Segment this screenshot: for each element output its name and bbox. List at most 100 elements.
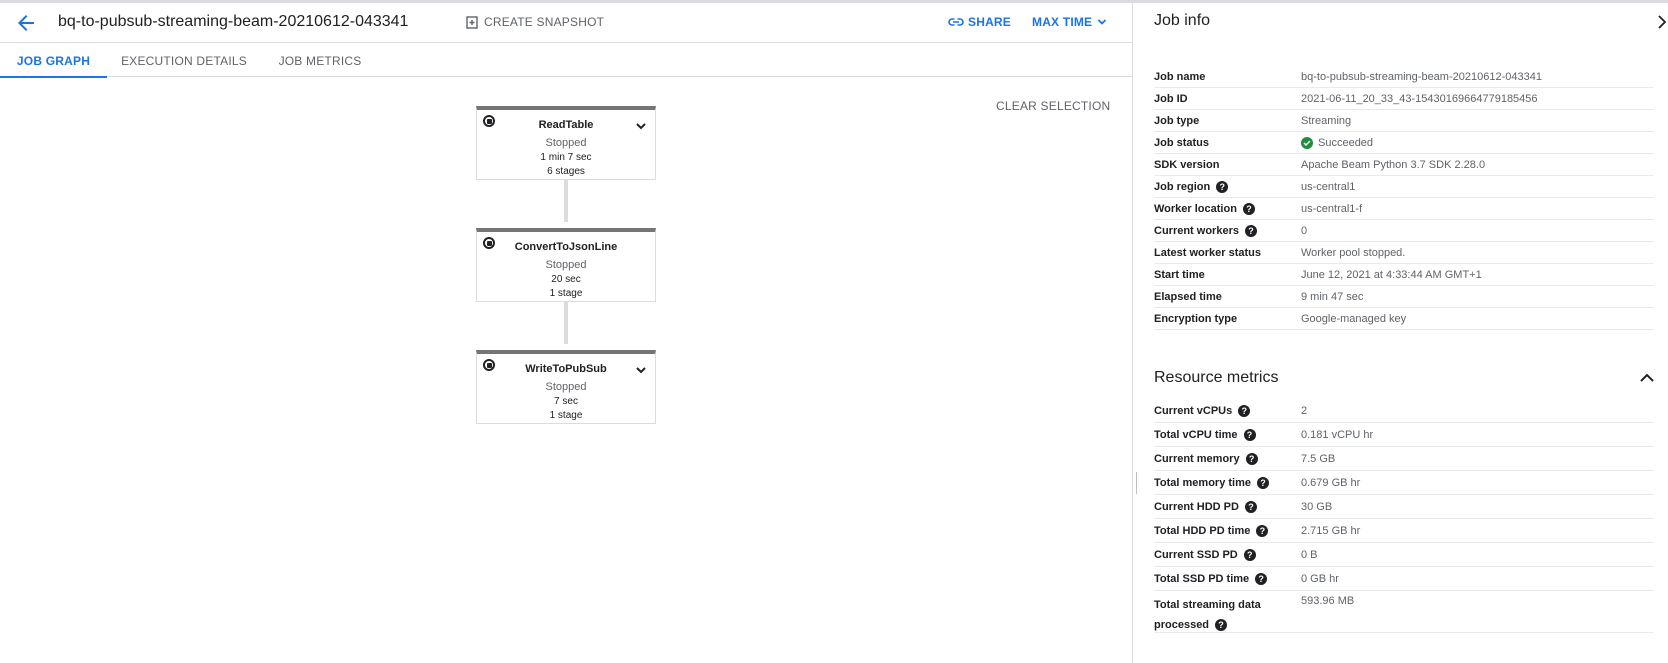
- help-icon[interactable]: ?: [1242, 202, 1255, 215]
- metric-row-total-streaming-data: Total streaming data processed? 593.96 M…: [1154, 591, 1654, 633]
- graph-edge: [564, 301, 568, 344]
- info-key: Start time: [1154, 268, 1205, 281]
- metric-key-with-help: Total streaming data processed?: [1154, 595, 1301, 635]
- tab-execution-details[interactable]: EXECUTION DETAILS: [121, 54, 247, 68]
- help-icon[interactable]: ?: [1245, 452, 1258, 465]
- graph-node-readtable[interactable]: ReadTable Stopped 1 min 7 sec 6 stages: [476, 106, 656, 180]
- share-button[interactable]: SHARE: [948, 15, 1011, 29]
- info-value: Google-managed key: [1301, 312, 1407, 325]
- info-key-with-help: Current workers?: [1154, 224, 1301, 237]
- max-time-label: MAX TIME: [1032, 15, 1093, 29]
- link-icon: [948, 18, 964, 26]
- info-row-latest-worker-status: Latest worker status Worker pool stopped…: [1154, 242, 1654, 264]
- help-icon[interactable]: ?: [1257, 476, 1269, 489]
- help-icon[interactable]: ?: [1243, 548, 1256, 561]
- graph-node-writetopubsub[interactable]: WriteToPubSub Stopped 7 sec 1 stage: [476, 350, 656, 424]
- max-time-dropdown[interactable]: MAX TIME: [1032, 15, 1108, 29]
- metric-key-with-help: Current memory?: [1154, 452, 1301, 465]
- clear-selection-button[interactable]: CLEAR SELECTION: [996, 99, 1111, 113]
- metric-key-with-help: Current HDD PD?: [1154, 500, 1301, 513]
- help-icon[interactable]: ?: [1215, 619, 1228, 631]
- page-title: bq-to-pubsub-streaming-beam-20210612-043…: [58, 13, 409, 30]
- tab-bar: JOB GRAPH EXECUTION DETAILS JOB METRICS: [0, 43, 1132, 78]
- help-icon[interactable]: ?: [1244, 224, 1257, 237]
- metric-key-line2-wrap: processed?: [1154, 615, 1301, 635]
- info-key: Latest worker status: [1154, 246, 1261, 259]
- tab-job-metrics[interactable]: JOB METRICS: [278, 54, 362, 68]
- expand-chevron-icon[interactable]: [635, 364, 647, 376]
- info-row-job-name: Job name bq-to-pubsub-streaming-beam-202…: [1154, 66, 1654, 88]
- info-key-with-help: Job region?: [1154, 180, 1301, 193]
- status-text: Succeeded: [1318, 136, 1374, 149]
- info-key: Job type: [1154, 114, 1200, 127]
- stopped-status-icon: [483, 237, 495, 249]
- help-icon[interactable]: ?: [1256, 524, 1269, 537]
- metric-value: 593.96 MB: [1301, 595, 1355, 607]
- metric-value: 0.679 GB hr: [1301, 476, 1361, 489]
- node-stages: 6 stages: [547, 166, 585, 177]
- info-row-current-workers: Current workers? 0: [1154, 220, 1654, 242]
- metric-key-with-help: Total vCPU time?: [1154, 428, 1301, 441]
- info-value: 2021-06-11_20_33_43-15430169664779185456: [1301, 92, 1538, 105]
- metric-key-with-help: Total HDD PD time?: [1154, 524, 1301, 537]
- metric-key-with-help: Total SSD PD time?: [1154, 572, 1301, 585]
- metric-key: Current vCPUs: [1154, 404, 1233, 417]
- graph-node-converttojsonline[interactable]: ConvertToJsonLine Stopped 20 sec 1 stage: [476, 228, 656, 302]
- info-row-sdk-version: SDK version Apache Beam Python 3.7 SDK 2…: [1154, 154, 1654, 176]
- info-value: Apache Beam Python 3.7 SDK 2.28.0: [1301, 158, 1486, 171]
- info-value: Worker pool stopped.: [1301, 246, 1406, 259]
- help-icon[interactable]: ?: [1244, 500, 1257, 513]
- node-state: Stopped: [545, 137, 587, 149]
- chevron-up-icon[interactable]: [1639, 372, 1655, 384]
- info-value: us-central1-f: [1301, 202, 1363, 215]
- node-name: ConvertToJsonLine: [514, 241, 618, 253]
- top-border: [0, 0, 1668, 3]
- tab-job-graph[interactable]: JOB GRAPH: [0, 43, 107, 78]
- expand-chevron-icon[interactable]: [635, 120, 647, 132]
- job-info-title: Job info: [1154, 12, 1211, 29]
- metric-value: 0 GB hr: [1301, 572, 1339, 585]
- info-row-elapsed-time: Elapsed time 9 min 47 sec: [1154, 286, 1654, 308]
- help-icon[interactable]: ?: [1243, 428, 1256, 441]
- metric-value: 0 B: [1301, 548, 1318, 561]
- share-label: SHARE: [968, 15, 1012, 29]
- create-snapshot-button[interactable]: CREATE SNAPSHOT: [466, 15, 604, 29]
- metric-value: 30 GB: [1301, 500, 1333, 513]
- help-icon[interactable]: ?: [1216, 180, 1229, 193]
- info-value: 0: [1301, 224, 1308, 237]
- metric-key-with-help: Current vCPUs?: [1154, 404, 1301, 417]
- metric-row-total-memory-time: Total memory time? 0.679 GB hr: [1154, 471, 1654, 495]
- metric-row-current-ssd-pd: Current SSD PD? 0 B: [1154, 543, 1654, 567]
- metric-key: Current SSD PD: [1154, 548, 1238, 561]
- back-arrow-icon[interactable]: [14, 11, 38, 35]
- metric-key: Total HDD PD time: [1154, 524, 1251, 537]
- metric-key-with-help: Total memory time?: [1154, 476, 1301, 489]
- info-row-job-id: Job ID 2021-06-11_20_33_43-1543016966477…: [1154, 88, 1654, 110]
- metric-key: Total memory time: [1154, 476, 1251, 489]
- info-value: us-central1: [1301, 180, 1356, 193]
- info-key-with-help: Worker location?: [1154, 202, 1301, 215]
- help-icon[interactable]: ?: [1238, 404, 1251, 417]
- info-row-job-type: Job type Streaming: [1154, 110, 1654, 132]
- chevron-down-icon: [1098, 19, 1107, 25]
- metric-key: Current HDD PD: [1154, 500, 1239, 513]
- metric-key: Total SSD PD time: [1154, 572, 1250, 585]
- info-row-encryption-type: Encryption type Google-managed key: [1154, 308, 1654, 330]
- resize-handle[interactable]: [1136, 472, 1137, 494]
- check-circle-icon: [1301, 136, 1313, 149]
- chevron-right-icon[interactable]: [1655, 14, 1668, 30]
- metric-value: 2.715 GB hr: [1301, 524, 1361, 537]
- stopped-status-icon: [483, 359, 495, 371]
- info-key: Job ID: [1154, 92, 1188, 105]
- metric-row-current-memory: Current memory? 7.5 GB: [1154, 447, 1654, 471]
- help-icon[interactable]: ?: [1255, 572, 1268, 585]
- info-row-job-region: Job region? us-central1: [1154, 176, 1654, 198]
- metric-row-total-hdd-pd-time: Total HDD PD time? 2.715 GB hr: [1154, 519, 1654, 543]
- metric-row-total-vcpu-time: Total vCPU time? 0.181 vCPU hr: [1154, 423, 1654, 447]
- metric-key: Current memory: [1154, 452, 1240, 465]
- info-key: SDK version: [1154, 158, 1220, 171]
- stopped-status-icon: [483, 115, 495, 127]
- create-snapshot-label: CREATE SNAPSHOT: [484, 15, 605, 29]
- info-value: Streaming: [1301, 114, 1352, 127]
- info-value: June 12, 2021 at 4:33:44 AM GMT+1: [1301, 268, 1482, 281]
